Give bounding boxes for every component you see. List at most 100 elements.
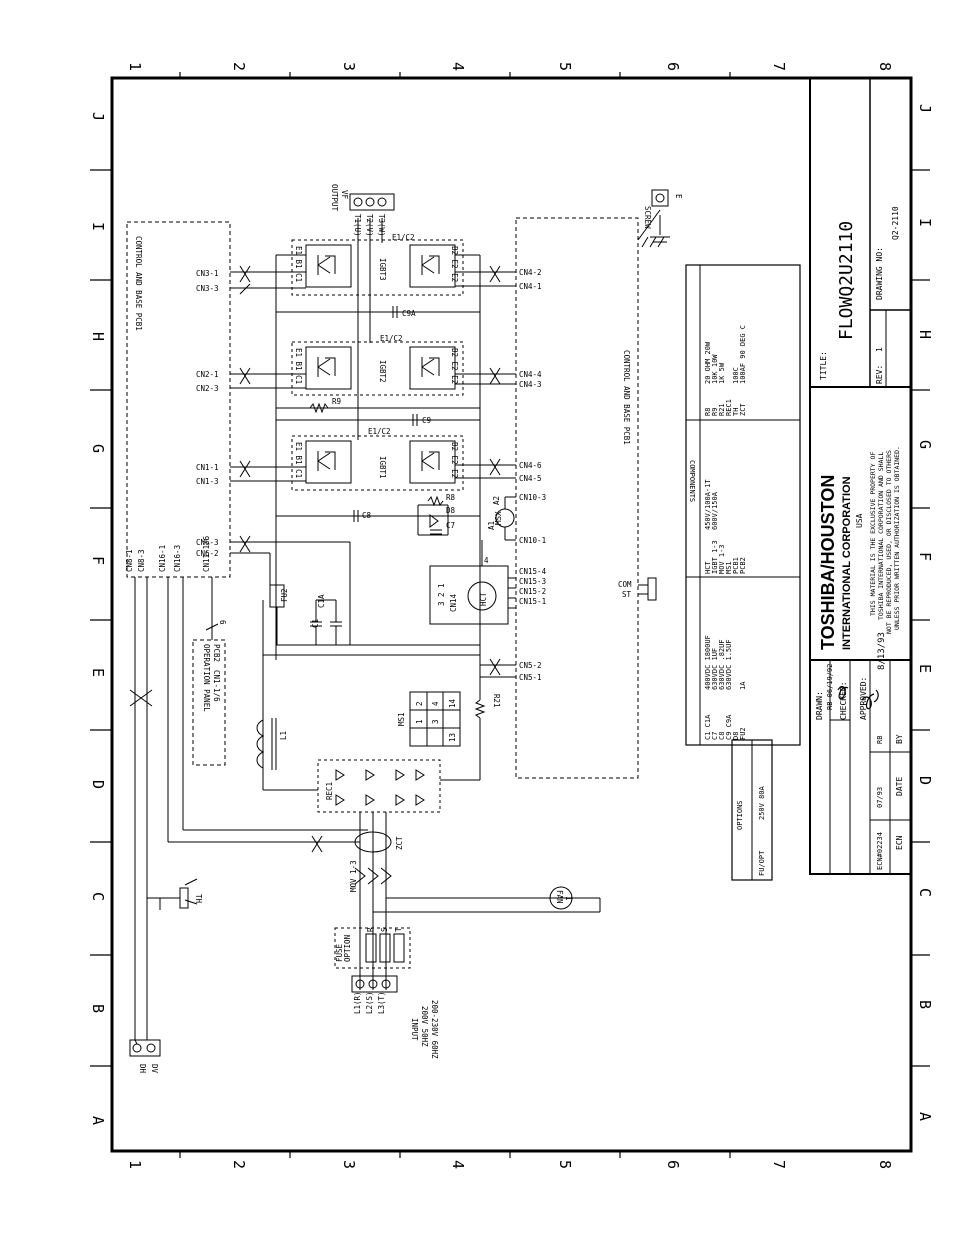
r9-label: R9	[332, 397, 341, 406]
input-line1: 200V 50HZ	[420, 1006, 429, 1047]
op-panel-count: 6	[218, 620, 227, 625]
ecn-number: ECN#02234	[876, 832, 884, 870]
col-bot-7: 7	[770, 1160, 788, 1169]
l1-label: L1	[279, 731, 288, 740]
fuse-s: S	[380, 927, 389, 932]
row-letters-left: J I H G F E D C B A	[89, 112, 107, 1125]
approver-signature	[861, 689, 879, 710]
dh-label: DH	[138, 1064, 147, 1074]
igbt3-bus: E1/C2	[392, 233, 415, 242]
fuse-sub: OPTION	[343, 935, 352, 962]
igbt2-box	[291, 341, 464, 396]
cn15-4-label: CN15-4	[519, 567, 547, 576]
c8-label: C8	[362, 511, 372, 520]
cn3-1-label: CN3-1	[196, 269, 219, 278]
igbt3-label: IGBT3	[378, 258, 387, 281]
output-t1: T1(U)	[353, 214, 362, 237]
comp3-1: R9	[711, 408, 719, 416]
cn14-pin-4: 4	[484, 556, 489, 565]
cn16-3-label: CN16-3	[173, 545, 182, 572]
cn11-label: CN11-1/6	[202, 535, 211, 572]
fuse-title: FUSE	[335, 943, 344, 962]
dv-label: DV	[150, 1064, 159, 1074]
c1-label: C1	[311, 619, 320, 628]
company-name: TOSHIBA/HOUSTON	[818, 475, 838, 650]
cn14-pins-top: 3 2 1	[437, 583, 446, 606]
fuse-option-box	[334, 927, 411, 969]
cn8-1-label: CN8-1	[125, 549, 134, 572]
comp1v-1: 630VDC 1UF	[711, 648, 719, 690]
components-title: COMPONENTS	[688, 460, 696, 502]
notice-line1: THIS MATERIAL IS THE EXCLUSIVE PROPERTY …	[869, 452, 877, 616]
c1a-label: C1A	[317, 594, 326, 608]
ms1-pin-14: 14	[448, 698, 457, 708]
company-country: USA	[855, 513, 864, 528]
cn3-3-label: CN3-3	[196, 284, 219, 293]
cn15-2-label: CN15-2	[519, 587, 546, 596]
fan-number: 1	[564, 896, 573, 901]
col-bot-5: 5	[556, 1160, 574, 1169]
r8-label: R8	[446, 493, 456, 502]
comp1-4: D8	[732, 732, 740, 740]
cn4-1-label: CN4-1	[519, 282, 542, 291]
op-panel-line2: PCB2	[212, 644, 221, 662]
row-left-H: H	[89, 332, 107, 341]
ms1-pin-2: 2	[415, 701, 424, 706]
hct-label: HCT	[479, 592, 488, 606]
cn14-label: CN14	[449, 593, 458, 612]
comp3v-0: 20 OHM 20W	[704, 341, 712, 384]
col-top-4: 4	[449, 62, 467, 71]
ms1-label: MS1	[397, 712, 406, 726]
date-header: DATE	[895, 777, 904, 796]
r21-label: R21	[492, 694, 501, 708]
col-bot-1: 1	[126, 1160, 144, 1169]
row-left-C: C	[89, 892, 107, 901]
hct-box	[429, 565, 509, 625]
comp3v-1: 10K 10W	[711, 354, 719, 384]
output-t2: T2(V)	[365, 214, 374, 237]
pcb1-left-box	[126, 221, 231, 578]
approved-date: 8/13/93	[877, 632, 887, 670]
checker-signature	[837, 685, 849, 700]
cn1-3-label: CN1-3	[196, 477, 219, 486]
col-bot-2: 2	[230, 1160, 248, 1169]
input-l3: L3(T)	[377, 991, 386, 1014]
row-right-F: F	[916, 552, 934, 561]
st-label: ST	[622, 590, 632, 599]
igbt2-left-pins: E1 B1 C1	[294, 348, 303, 384]
title-label: TITLE:	[819, 351, 828, 380]
ms1-pin-4: 4	[431, 701, 440, 706]
ground-e-label: E	[674, 194, 683, 199]
igbt2-label: IGBT2	[378, 360, 387, 383]
col-bot-6: 6	[664, 1160, 682, 1169]
fuse-r: R	[366, 927, 375, 932]
comp2-5: PCB2	[739, 557, 747, 574]
cn16-1-label: CN16-1	[158, 545, 167, 572]
d8-label: D8	[446, 506, 456, 515]
c9a-label: C9A	[402, 309, 416, 318]
igbt3-right-pins: B2 E2 E2	[450, 246, 459, 282]
ecn-date: 07/93	[876, 787, 884, 808]
border-ticks	[90, 72, 930, 1158]
op-panel-line1: OPERATION PANEL	[202, 644, 211, 712]
row-left-A: A	[89, 1116, 107, 1125]
comp1-0: C1 C1A	[704, 714, 712, 740]
ms1-box	[409, 691, 461, 747]
cn6-2-label: CN6-2	[196, 549, 219, 558]
row-left-B: B	[89, 1004, 107, 1013]
cn5-1-label: CN5-1	[519, 673, 542, 682]
igbt2-bus: E1/C2	[380, 334, 403, 343]
input-line2: 200-230V 60HZ	[430, 1000, 439, 1059]
comp3-3: REC1	[725, 399, 733, 416]
row-right-G: G	[916, 440, 934, 449]
screw-label: SCREW	[643, 206, 652, 229]
options-title: OPTIONS	[736, 800, 744, 830]
ground-terminal	[651, 189, 669, 207]
company-sub: INTERNATIONAL CORPORATION	[841, 476, 853, 650]
igbt3-left-pins: E1 B1 C1	[294, 246, 303, 282]
notice-line4: UNLESS PRIOR WRITTEN AUTHORIZATION IS OB…	[893, 446, 901, 630]
ms1-pin-3: 3	[431, 719, 440, 724]
comp3v-5: 100AF 90 DEG C	[739, 325, 747, 384]
output-terminals	[349, 193, 395, 211]
